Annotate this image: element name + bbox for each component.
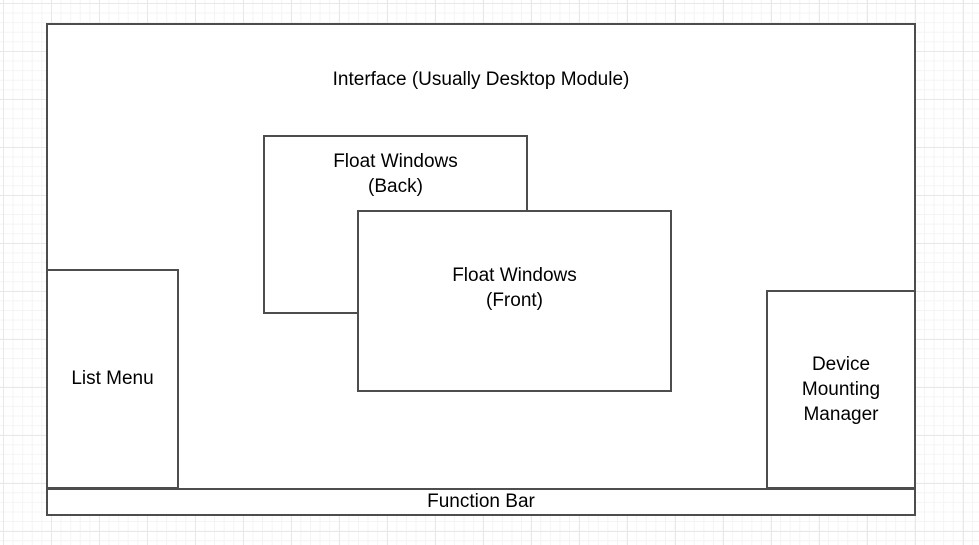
- interface-container-label: Interface (Usually Desktop Module): [332, 69, 630, 90]
- list-menu-label: List Menu: [71, 368, 154, 390]
- function-bar-box[interactable]: Function Bar: [46, 488, 916, 516]
- device-mounting-manager-box[interactable]: Device Mounting Manager: [766, 290, 916, 489]
- float-window-front-label: Float Windows (Front): [452, 265, 577, 312]
- float-window-back-label: Float Windows (Back): [333, 151, 458, 198]
- float-window-front-box[interactable]: Float Windows (Front): [357, 210, 672, 392]
- list-menu-box[interactable]: List Menu: [46, 269, 179, 489]
- device-mounting-manager-label: Device Mounting Manager: [801, 353, 881, 426]
- function-bar-label: Function Bar: [427, 491, 535, 513]
